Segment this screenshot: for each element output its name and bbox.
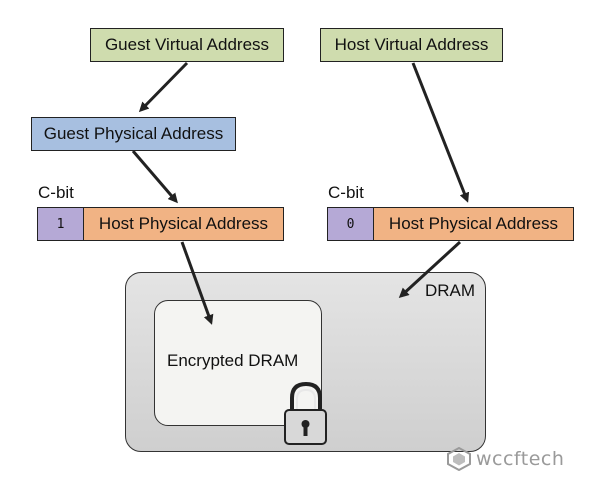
guest-virtual-address-label: Guest Virtual Address	[104, 35, 270, 54]
host-physical-address-left-label: Host Physical Address	[98, 214, 269, 233]
guest-physical-address-box: Guest Physical Address	[31, 117, 236, 151]
lock-icon	[284, 381, 327, 445]
host-virtual-address-box: Host Virtual Address	[320, 28, 503, 62]
cbit-right-value: 0	[327, 207, 374, 241]
arrow-guest-physical-to-host-physical	[131, 150, 178, 204]
dram-label: DRAM	[425, 281, 476, 300]
arrow-guest-virtual-to-guest-physical	[138, 61, 189, 113]
cbit-left-label: C-bit	[38, 183, 74, 202]
arrow-host-physical-to-dram	[398, 240, 462, 299]
arrow-host-physical-to-encrypted-dram	[180, 241, 214, 325]
wccftech-logo-icon	[447, 447, 471, 471]
encrypted-dram-label: Encrypted DRAM	[167, 351, 299, 370]
host-physical-address-right-box: Host Physical Address	[373, 207, 574, 241]
host-physical-address-right-label: Host Physical Address	[388, 214, 559, 233]
watermark-text: wccftech	[476, 448, 565, 470]
guest-physical-address-label: Guest Physical Address	[43, 124, 224, 143]
arrow-host-virtual-to-host-physical	[411, 62, 470, 203]
guest-virtual-address-box: Guest Virtual Address	[90, 28, 284, 62]
cbit-right-label: C-bit	[328, 183, 364, 202]
host-virtual-address-label: Host Virtual Address	[334, 35, 489, 54]
watermark: wccftech	[446, 447, 564, 471]
host-physical-address-left-box: Host Physical Address	[83, 207, 284, 241]
